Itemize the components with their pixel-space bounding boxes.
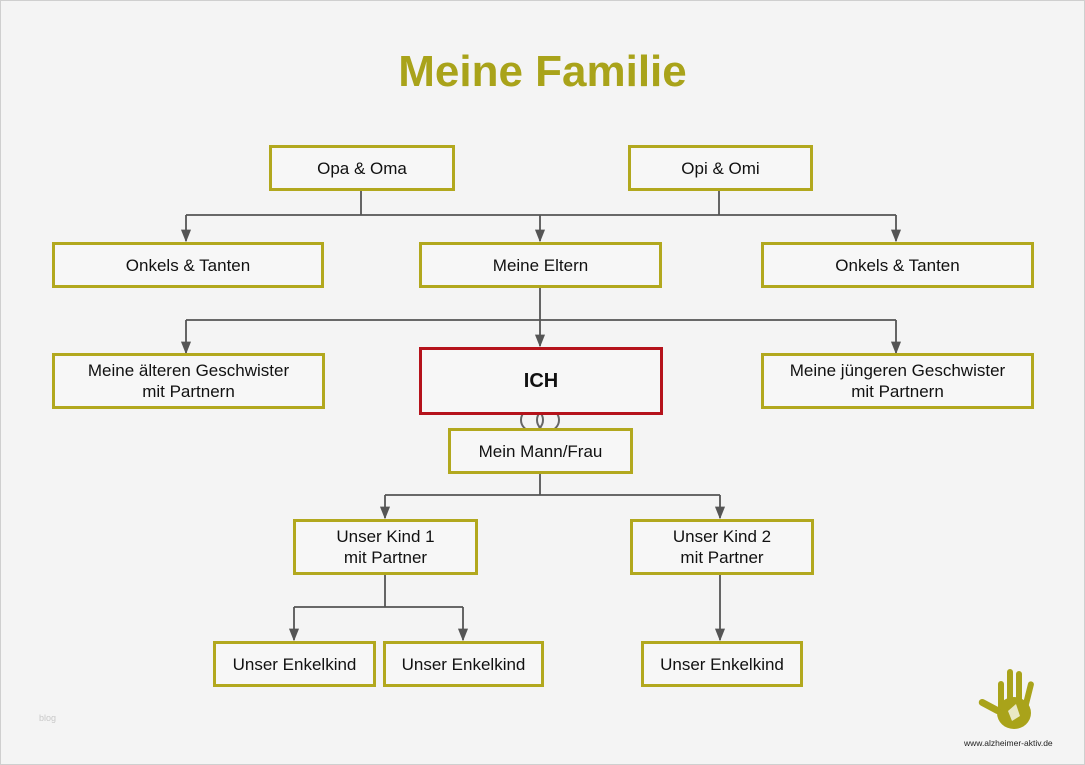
node-child-2: Unser Kind 2 mit Partner (630, 519, 814, 575)
node-parents: Meine Eltern (419, 242, 662, 288)
node-grandchild-3: Unser Enkelkind (641, 641, 803, 687)
hand-logo-icon (978, 669, 1034, 729)
page-title: Meine Familie (398, 47, 687, 96)
node-uncles-aunts-left: Onkels & Tanten (52, 242, 324, 288)
node-grandparents-2: Opi & Omi (628, 145, 813, 191)
node-grandparents-1: Opa & Oma (269, 145, 455, 191)
node-grandchild-2: Unser Enkelkind (383, 641, 544, 687)
node-older-siblings: Meine älteren Geschwister mit Partnern (52, 353, 325, 409)
node-grandchild-1: Unser Enkelkind (213, 641, 376, 687)
node-uncles-aunts-right: Onkels & Tanten (761, 242, 1034, 288)
node-me: ICH (419, 347, 663, 415)
website-url: www.alzheimer-aktiv.de (964, 738, 1053, 748)
watermark-text: blog (39, 713, 57, 723)
node-younger-siblings: Meine jüngeren Geschwister mit Partnern (761, 353, 1034, 409)
node-spouse: Mein Mann/Frau (448, 428, 633, 474)
node-child-1: Unser Kind 1 mit Partner (293, 519, 478, 575)
